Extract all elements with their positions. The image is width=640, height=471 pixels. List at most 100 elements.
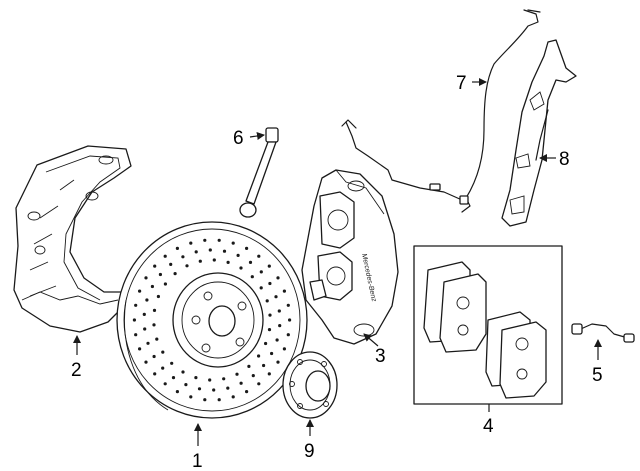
callout-1: 1 [192, 451, 203, 471]
rotor-drill-holes [132, 238, 292, 402]
rotor-drill-hole [152, 354, 156, 359]
rotor-drill-hole [282, 289, 286, 293]
rotor-drill-hole [208, 248, 212, 252]
rotor-drill-hole [250, 275, 254, 279]
rotor-drill-hole [175, 246, 179, 250]
rotor-drill-hole [163, 282, 167, 286]
callout-7: 7 [456, 73, 467, 94]
rotor-drill-hole [247, 364, 251, 368]
rotor-drill-hole [194, 376, 198, 380]
rotor-drill-hole [142, 312, 146, 316]
rotor-drill-hole [259, 270, 263, 274]
brake-hose [341, 9, 541, 213]
rotor-drill-hole [144, 276, 148, 280]
rotor-drill-hole [275, 338, 279, 342]
rotor-drill-hole [173, 272, 177, 276]
callout-5: 5 [592, 365, 603, 386]
rotor-drill-hole [169, 262, 173, 266]
rotor-drill-hole [222, 377, 226, 381]
rotor-drill-hole [156, 294, 160, 299]
rotor-drill-hole [155, 337, 159, 341]
rotor-drill-hole [235, 372, 239, 376]
callout-8: 8 [559, 149, 570, 170]
callout-labels: 1 2 3 4 5 6 7 8 9 [71, 73, 603, 471]
leader-6 [249, 132, 265, 140]
rotor-drill-hole [194, 250, 198, 254]
callout-4: 4 [483, 416, 494, 437]
rotor-drill-hole [268, 313, 272, 317]
rotor-drill-hole [268, 281, 272, 286]
rotor-drill-hole [134, 333, 138, 337]
rotor-drill-hole [189, 395, 193, 399]
rotor-drill-hole [262, 363, 266, 368]
brake-pads [423, 261, 547, 399]
rotor-drill-hole [257, 354, 261, 358]
rotor-drill-hole [161, 366, 165, 370]
rotor-drill-hole [170, 361, 174, 365]
rotor-drill-hole [203, 238, 207, 242]
rotor-drill-hole [278, 324, 282, 328]
rotor-drill-hole [189, 241, 193, 245]
rotor-drill-hole [212, 258, 216, 262]
rotor-drill-hole [264, 341, 268, 346]
rotor-drill-hole [236, 253, 240, 257]
rotor-drill-hole [158, 272, 162, 277]
rotor-drill-hole [282, 347, 286, 351]
rotor-drill-hole [257, 382, 261, 386]
rotor-drill-hole [208, 378, 212, 382]
rotor-drill-hole [267, 264, 271, 268]
rotor-drill-hole [153, 264, 157, 268]
rotor-drill-hole [163, 254, 167, 258]
rotor-drill-hole [257, 254, 261, 258]
rotor-drill-hole [259, 286, 263, 290]
rotor-drill-hole [150, 284, 154, 289]
rotor-drill-hole [185, 264, 189, 268]
rotor-drill-hole [267, 372, 271, 376]
rotor-drill-hole [231, 395, 235, 399]
rotor-drill-hole [226, 260, 230, 264]
rotor-drill-hole [217, 398, 221, 402]
brake-rotor [116, 221, 308, 419]
caliper-bolt [239, 127, 279, 218]
wheel-hub [282, 351, 338, 419]
rotor-drill-hole [267, 328, 272, 332]
rotor-drill-hole [277, 309, 281, 313]
rotor-drill-hole [145, 298, 149, 302]
rotor-drill-hole [217, 238, 221, 242]
leader-3 [363, 333, 379, 347]
hose-bracket [501, 39, 577, 227]
rotor-drill-hole [144, 360, 148, 364]
wear-sensor [571, 323, 635, 343]
rotor-drill-hole [222, 249, 227, 253]
rotor-drill-hole [288, 318, 292, 322]
rotor-drill-hole [239, 381, 243, 385]
rotor-drill-hole [146, 341, 150, 345]
brake-caliper: Mercedes-Benz [301, 169, 399, 345]
rotor-drill-hole [184, 383, 188, 387]
rotor-drill-hole [198, 259, 202, 263]
rotor-drill-hole [175, 390, 179, 394]
rotor-drill-hole [143, 327, 147, 331]
rotor-drill-hole [153, 372, 157, 376]
rotor-drill-hole [245, 390, 249, 394]
rotor-drill-hole [245, 246, 249, 250]
rotor-drill-hole [212, 388, 216, 392]
splash-shield [13, 145, 132, 333]
callout-9: 9 [304, 441, 315, 462]
rotor-drill-hole [276, 276, 280, 280]
rotor-drill-hole [181, 370, 185, 374]
rotor-drill-hole [286, 333, 290, 337]
rotor-drill-hole [134, 303, 138, 307]
rotor-drill-hole [161, 350, 165, 354]
rotor-drill-hole [163, 382, 167, 386]
callout-3: 3 [375, 346, 386, 367]
rotor-drill-hole [231, 241, 235, 245]
rotor-drill-hole [132, 318, 136, 322]
rotor-drill-hole [265, 299, 269, 303]
callout-6: 6 [233, 128, 244, 149]
callout-leaders [73, 78, 602, 446]
rotor-drill-hole [152, 323, 156, 327]
rotor-drill-hole [248, 260, 253, 264]
rotor-drill-hole [251, 374, 255, 378]
